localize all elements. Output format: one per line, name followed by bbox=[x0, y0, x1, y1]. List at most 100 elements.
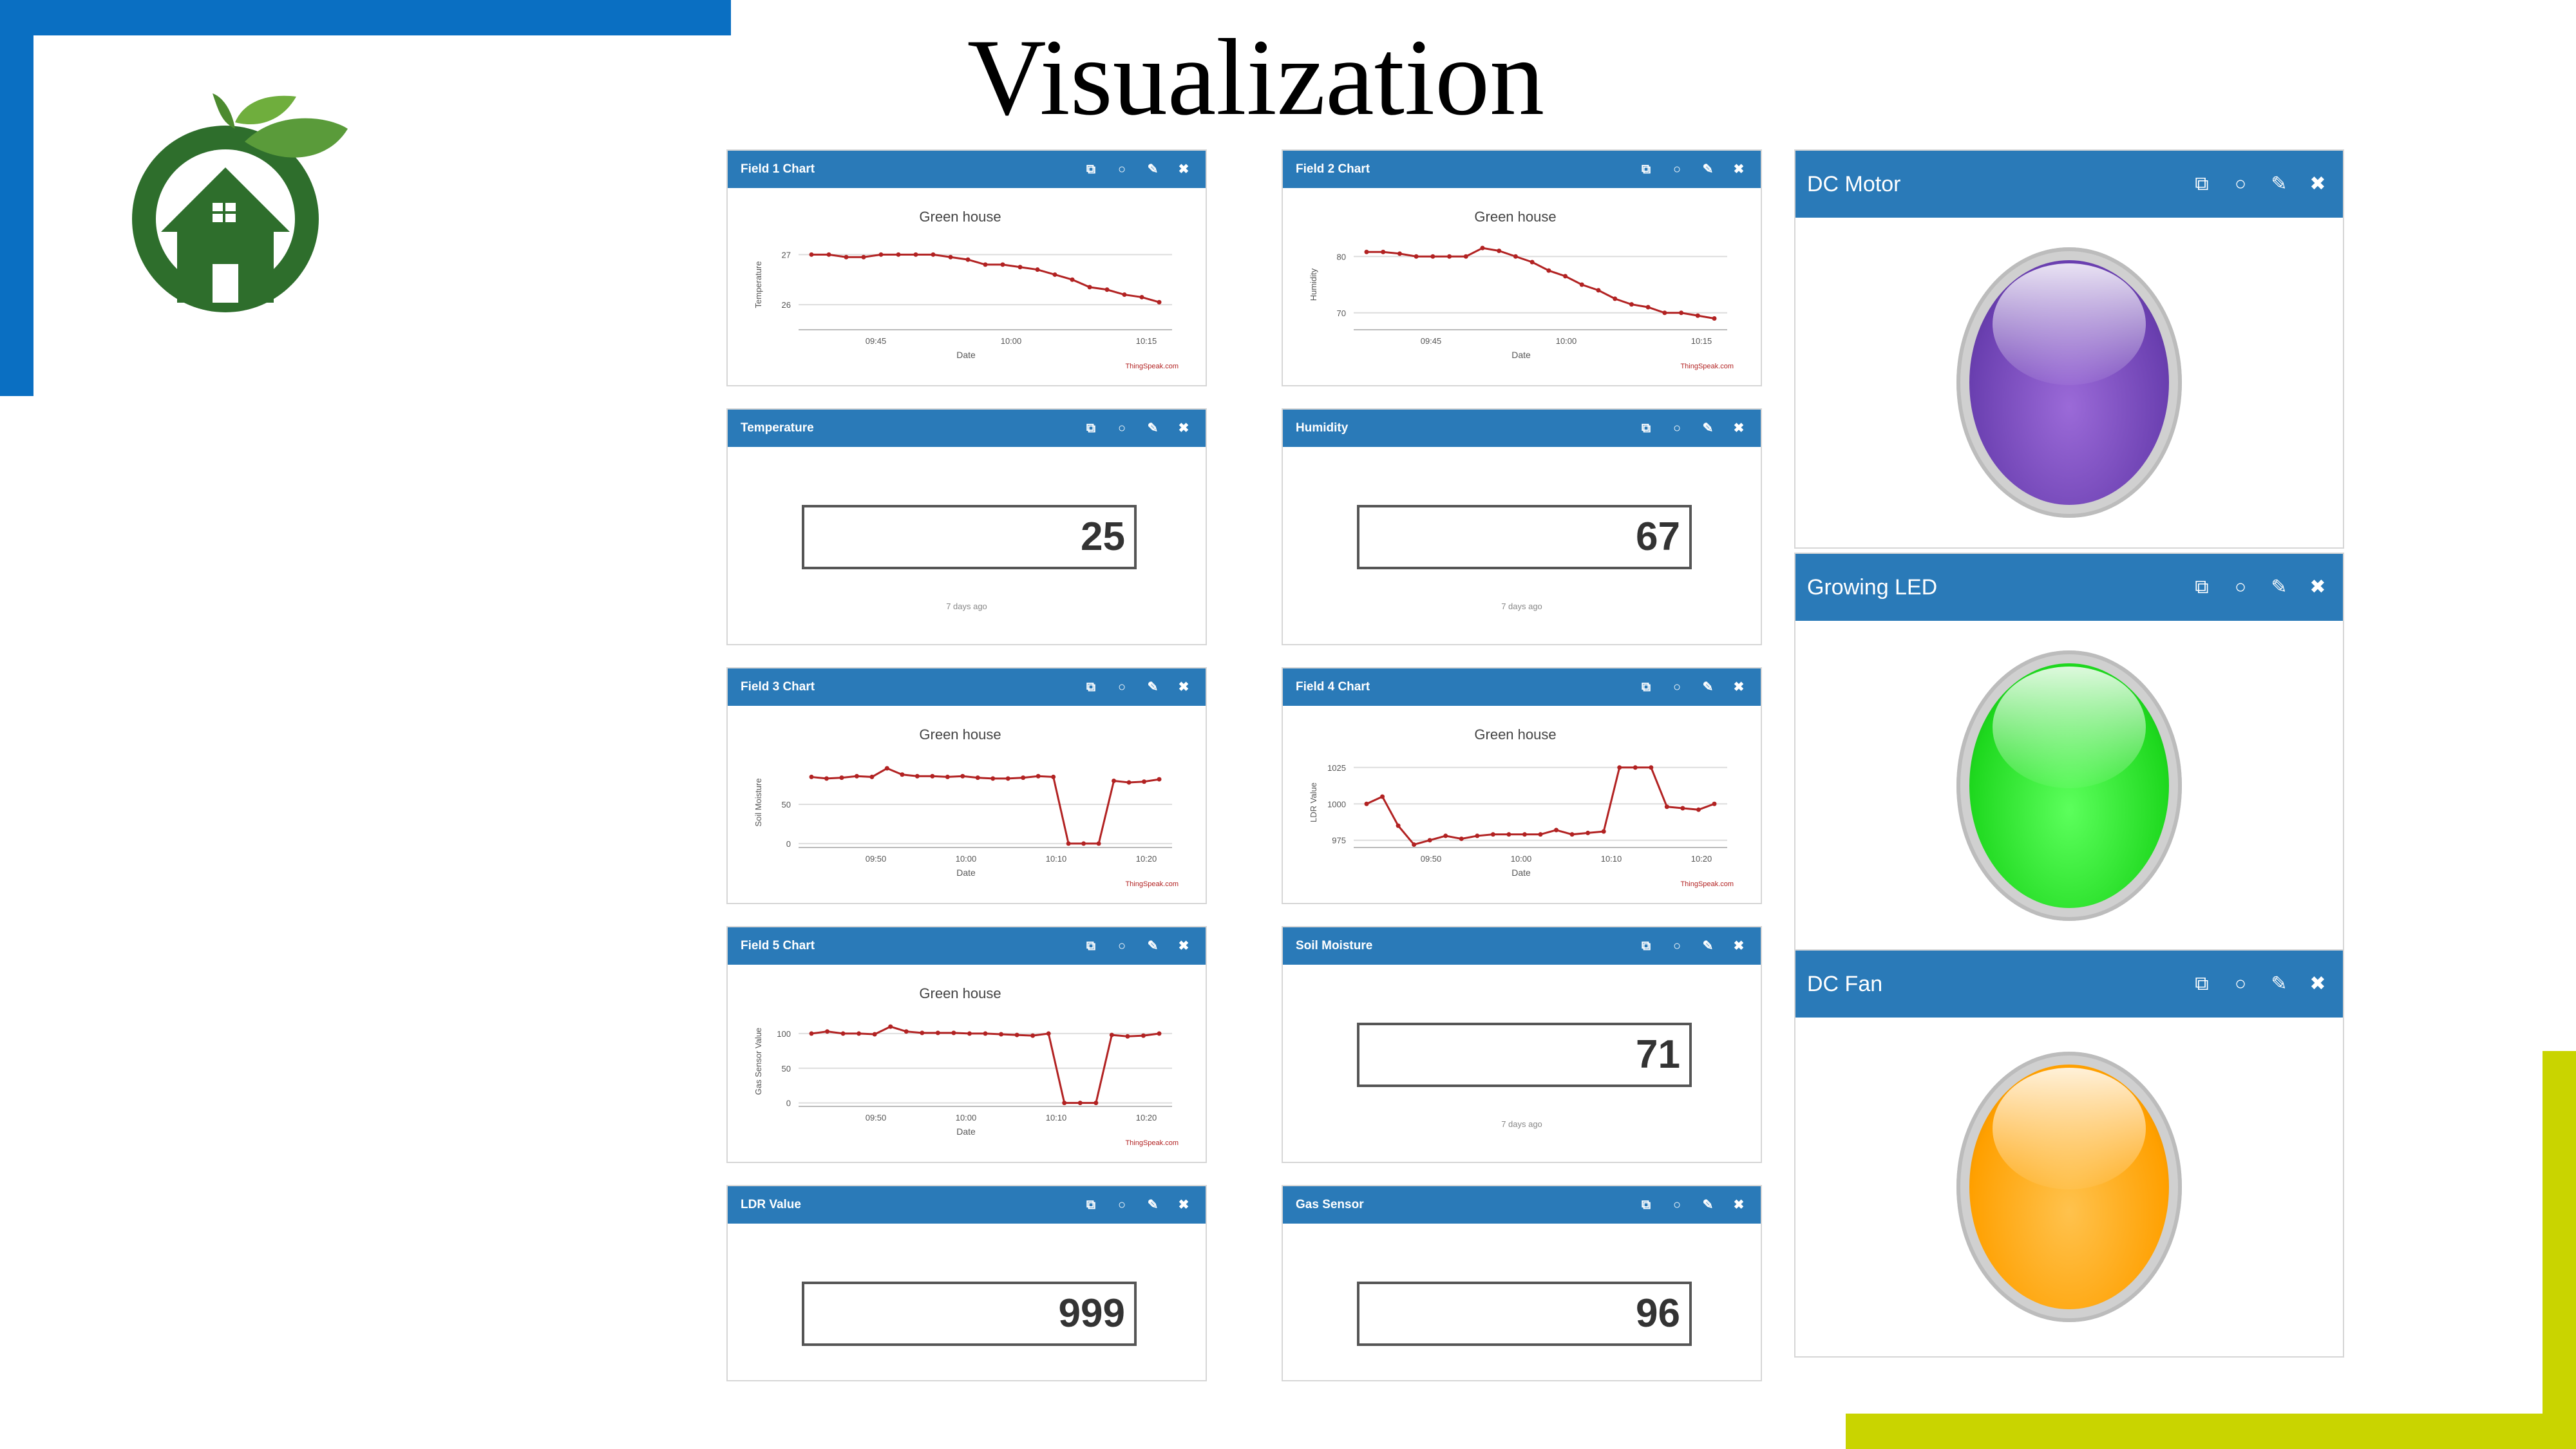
pencil-icon[interactable]: ✎ bbox=[1702, 680, 1714, 694]
close-icon[interactable]: ✖ bbox=[1733, 680, 1745, 694]
comment-icon[interactable]: ○ bbox=[1672, 939, 1681, 953]
close-icon[interactable]: ✖ bbox=[2309, 576, 2326, 598]
external-link-icon[interactable]: ⧉ bbox=[2195, 576, 2209, 598]
close-icon[interactable]: ✖ bbox=[1733, 1198, 1745, 1212]
data-point bbox=[1497, 249, 1502, 253]
led-status-lamp bbox=[1956, 650, 2182, 921]
lamp-body bbox=[1795, 218, 2343, 547]
comment-icon[interactable]: ○ bbox=[2234, 973, 2247, 994]
data-point bbox=[1412, 842, 1417, 847]
comment-icon[interactable]: ○ bbox=[1117, 680, 1126, 694]
data-point bbox=[965, 257, 971, 262]
external-link-icon[interactable]: ⧉ bbox=[1086, 421, 1096, 435]
close-icon[interactable]: ✖ bbox=[1178, 680, 1189, 694]
data-point bbox=[844, 254, 849, 260]
y-tick-label: 27 bbox=[782, 250, 791, 260]
pencil-icon[interactable]: ✎ bbox=[2271, 576, 2287, 598]
close-icon[interactable]: ✖ bbox=[1178, 1198, 1189, 1212]
external-link-icon[interactable]: ⧉ bbox=[2195, 973, 2209, 994]
data-point bbox=[930, 773, 935, 779]
external-link-icon[interactable]: ⧉ bbox=[1086, 680, 1096, 694]
external-link-icon[interactable]: ⧉ bbox=[1641, 939, 1651, 953]
pencil-icon[interactable]: ✎ bbox=[1147, 162, 1159, 176]
data-point bbox=[1546, 268, 1551, 273]
data-point bbox=[1649, 765, 1654, 770]
slide-accent-top bbox=[0, 0, 731, 35]
close-icon[interactable]: ✖ bbox=[1733, 939, 1745, 953]
data-point bbox=[1396, 823, 1401, 828]
x-tick-label: 10:10 bbox=[1046, 854, 1067, 864]
y-tick-label: 1025 bbox=[1327, 763, 1346, 773]
pencil-icon[interactable]: ✎ bbox=[1147, 421, 1159, 435]
x-tick-label: 09:50 bbox=[1421, 854, 1442, 864]
comment-icon[interactable]: ○ bbox=[1117, 421, 1126, 435]
pencil-icon[interactable]: ✎ bbox=[1147, 939, 1159, 953]
pencil-icon[interactable]: ✎ bbox=[2271, 173, 2287, 194]
y-tick-label: 975 bbox=[1332, 836, 1346, 846]
x-tick-label: 09:45 bbox=[866, 336, 887, 346]
external-link-icon[interactable]: ⧉ bbox=[1641, 1198, 1651, 1212]
data-point bbox=[967, 1031, 972, 1036]
data-point bbox=[1036, 773, 1041, 779]
widget-header: Humidity ⧉ ○ ✎ ✖ bbox=[1283, 410, 1761, 447]
pencil-icon[interactable]: ✎ bbox=[1702, 1198, 1714, 1212]
data-point bbox=[975, 775, 980, 781]
pencil-icon[interactable]: ✎ bbox=[1702, 421, 1714, 435]
external-link-icon[interactable]: ⧉ bbox=[1641, 680, 1651, 694]
data-point bbox=[1066, 841, 1071, 846]
comment-icon[interactable]: ○ bbox=[1672, 680, 1681, 694]
widget-tools: ⧉ ○ ✎ ✖ bbox=[2190, 151, 2330, 218]
data-point bbox=[1459, 836, 1464, 841]
y-tick-label: 50 bbox=[782, 800, 791, 810]
numeric-display: 999 bbox=[728, 1224, 1206, 1380]
comment-icon[interactable]: ○ bbox=[1672, 162, 1681, 176]
comment-icon[interactable]: ○ bbox=[1672, 1198, 1681, 1212]
y-tick-label: 100 bbox=[777, 1029, 791, 1039]
close-icon[interactable]: ✖ bbox=[1733, 162, 1745, 176]
lamp-shine bbox=[1993, 263, 2146, 386]
comment-icon[interactable]: ○ bbox=[1117, 939, 1126, 953]
x-tick-label: 10:10 bbox=[1046, 1113, 1067, 1122]
greenhouse-logo bbox=[132, 93, 348, 312]
data-point bbox=[878, 252, 884, 257]
y-axis-label: Humidity bbox=[1309, 268, 1318, 301]
close-icon[interactable]: ✖ bbox=[1178, 162, 1189, 176]
pencil-icon[interactable]: ✎ bbox=[2271, 973, 2287, 994]
data-point bbox=[1513, 254, 1518, 259]
comment-icon[interactable]: ○ bbox=[2234, 576, 2247, 598]
x-tick-label: 10:20 bbox=[1136, 854, 1157, 864]
close-icon[interactable]: ✖ bbox=[2309, 173, 2326, 194]
temperature-value: 25 bbox=[802, 505, 1137, 569]
comment-icon[interactable]: ○ bbox=[1117, 1198, 1126, 1212]
close-icon[interactable]: ✖ bbox=[1733, 421, 1745, 435]
data-point bbox=[809, 1031, 814, 1036]
data-point bbox=[1051, 774, 1056, 779]
comment-icon[interactable]: ○ bbox=[1672, 421, 1681, 435]
pencil-icon[interactable]: ✎ bbox=[1147, 1198, 1159, 1212]
pencil-icon[interactable]: ✎ bbox=[1702, 939, 1714, 953]
comment-icon[interactable]: ○ bbox=[2234, 173, 2247, 194]
external-link-icon[interactable]: ⧉ bbox=[1086, 162, 1096, 176]
close-icon[interactable]: ✖ bbox=[1178, 939, 1189, 953]
series-line bbox=[811, 1025, 1160, 1104]
external-link-icon[interactable]: ⧉ bbox=[1086, 939, 1096, 953]
data-point bbox=[1157, 299, 1162, 305]
widget-title: Field 4 Chart bbox=[1296, 680, 1370, 694]
comment-icon[interactable]: ○ bbox=[1117, 162, 1126, 176]
close-icon[interactable]: ✖ bbox=[1178, 421, 1189, 435]
close-icon[interactable]: ✖ bbox=[2309, 973, 2326, 994]
data-point bbox=[1087, 285, 1092, 290]
external-link-icon[interactable]: ⧉ bbox=[2195, 173, 2209, 194]
external-link-icon[interactable]: ⧉ bbox=[1641, 162, 1651, 176]
data-point bbox=[904, 1029, 909, 1034]
external-link-icon[interactable]: ⧉ bbox=[1086, 1198, 1096, 1212]
data-point bbox=[1109, 1032, 1114, 1037]
pencil-icon[interactable]: ✎ bbox=[1702, 162, 1714, 176]
pencil-icon[interactable]: ✎ bbox=[1147, 680, 1159, 694]
external-link-icon[interactable]: ⧉ bbox=[1641, 421, 1651, 435]
widget-title: Growing LED bbox=[1807, 575, 1938, 600]
